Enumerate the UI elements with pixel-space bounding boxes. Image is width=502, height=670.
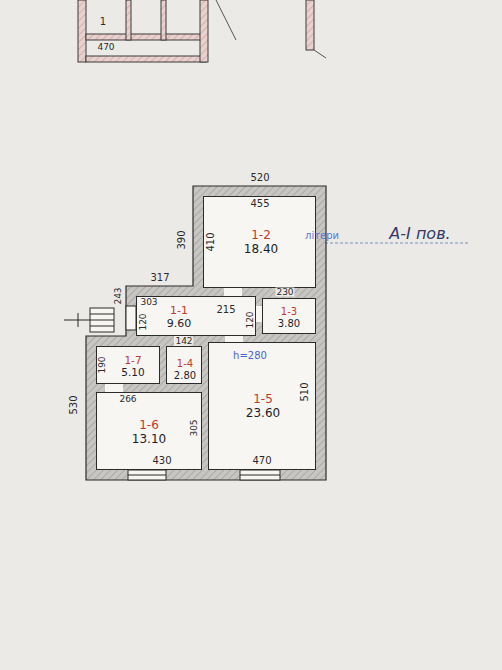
room-number: 1-5 [246, 393, 280, 407]
room-area: 18.40 [244, 243, 278, 257]
room: 1-613.10 [96, 392, 202, 470]
dimension-label: 303 [140, 298, 157, 307]
room-label: 1-218.40 [244, 229, 278, 257]
dimension-label: 142 [174, 337, 193, 346]
room-area: 9.60 [167, 318, 192, 331]
dimension-label: 266 [119, 395, 136, 404]
dimension-label: 190 [98, 356, 107, 373]
room-label: 1-42.80 [174, 358, 196, 381]
room-area: 2.80 [174, 369, 196, 381]
dimension-label: 120 [139, 313, 148, 330]
room-number: 1-7 [121, 354, 144, 366]
dimension-label: 317 [150, 273, 169, 283]
upper-plan-fragment [78, 0, 326, 62]
dimension-label: 410 [206, 232, 216, 251]
dimension-label: 430 [152, 456, 171, 466]
dimension-label: 230 [275, 288, 294, 297]
dimension-label: 470 [252, 456, 271, 466]
dimension-label: 1 [100, 17, 106, 27]
dimension-label: 215 [216, 305, 235, 315]
dimension-label: 530 [69, 395, 79, 414]
room-number: 1-6 [132, 419, 166, 433]
dimension-label: 455 [250, 199, 269, 209]
room-number: 1-4 [174, 358, 196, 370]
room-label: 1-75.10 [121, 354, 144, 378]
dimension-label: 390 [177, 230, 187, 249]
room-area: 5.10 [121, 366, 144, 378]
dimension-label: 510 [300, 382, 310, 401]
room-area: 23.60 [246, 407, 280, 421]
dimension-label: 120 [246, 311, 255, 328]
room-label: 1-523.60 [246, 393, 280, 421]
room: 1-523.60 [208, 342, 316, 470]
room-area: 13.10 [132, 433, 166, 447]
dimension-label: 243 [114, 287, 123, 304]
dimension-label: 470 [97, 43, 114, 52]
dimension-label: 305 [190, 419, 199, 436]
room-label: 1-33.80 [278, 306, 300, 329]
room: 1-42.80 [166, 346, 202, 384]
entrance-steps [64, 306, 136, 332]
room-label: 1-19.60 [167, 305, 192, 330]
room-number: 1-2 [244, 229, 278, 243]
dimension-label: 520 [250, 173, 269, 183]
sheet-title: літери [305, 231, 339, 241]
windows [128, 470, 280, 480]
room: 1-218.40 [203, 196, 316, 288]
room-number: 1-1 [167, 305, 192, 318]
room-label: 1-613.10 [132, 419, 166, 447]
room: 1-33.80 [262, 298, 316, 334]
room-number: 1-3 [278, 306, 300, 318]
walls [86, 186, 326, 480]
sheet-title: А-І пов. [389, 226, 450, 242]
room-area: 3.80 [278, 317, 300, 329]
dimension-label: h=280 [233, 351, 267, 361]
